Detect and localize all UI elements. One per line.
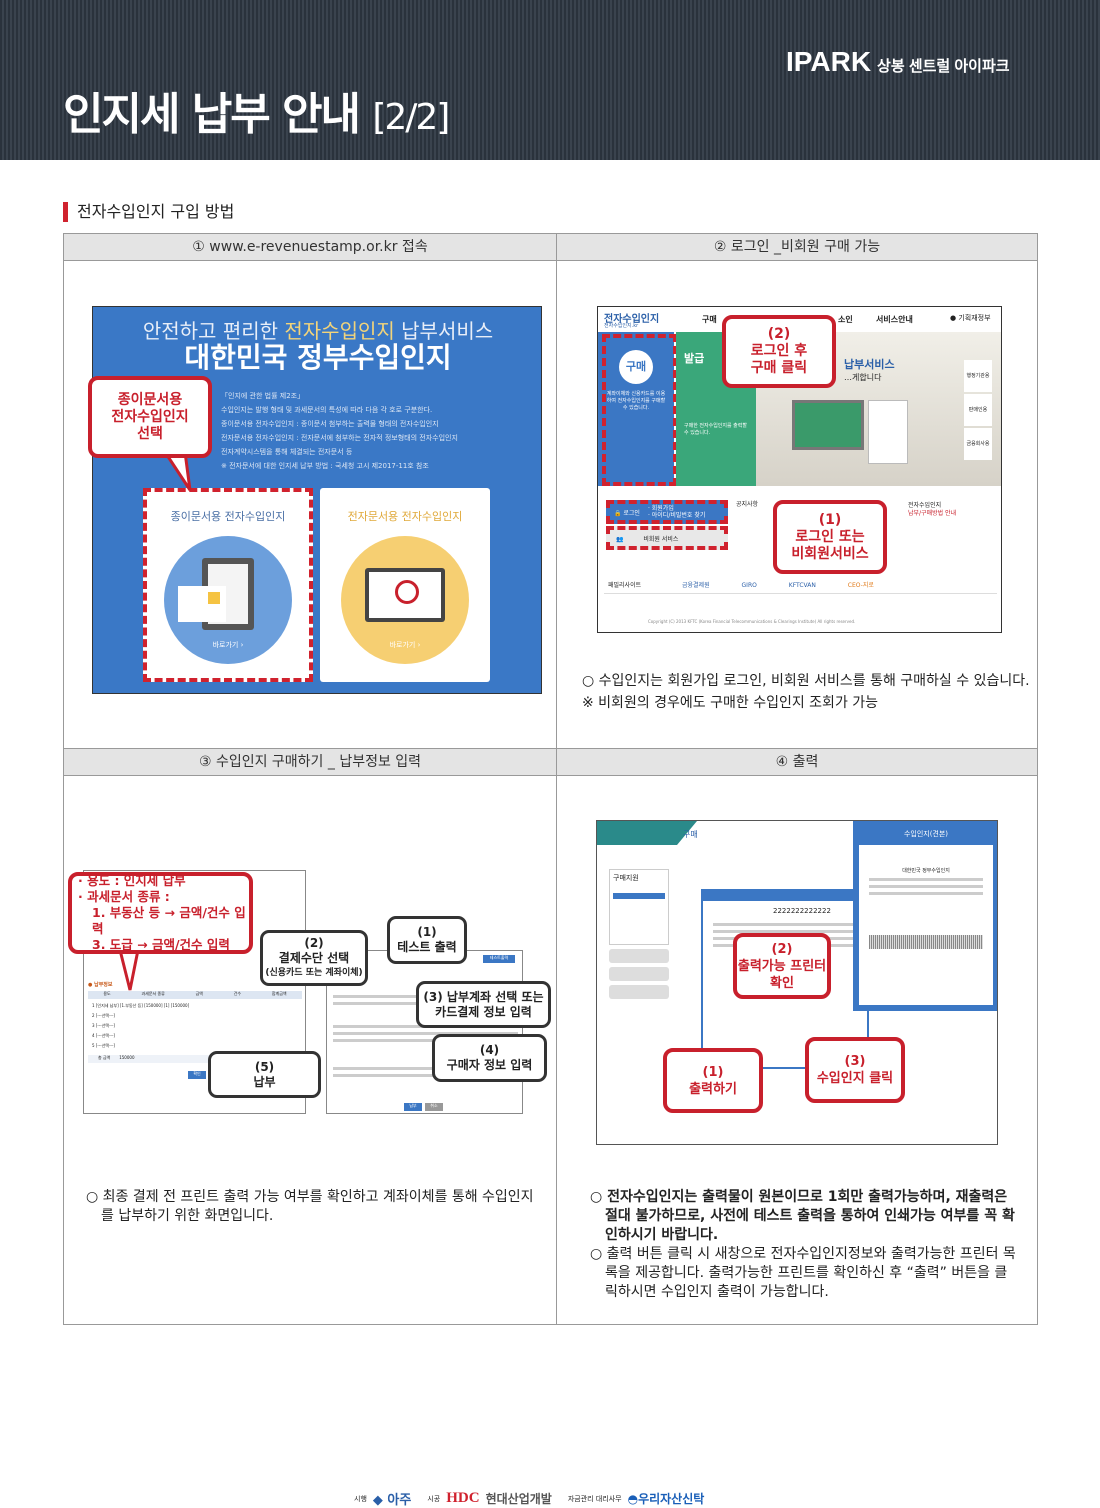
- step3-caption: ○ 최종 결제 전 프린트 출력 가능 여부를 확인하고 계좌이체를 통해 수입…: [86, 1189, 534, 1224]
- aju-logo: ◆ 아주: [372, 1493, 412, 1508]
- electronic-stamp-card[interactable]: 전자문서용 전자수입인지 바로가기 ›: [320, 488, 490, 682]
- cancel-button[interactable]: 취소: [425, 1103, 443, 1111]
- issue-panel[interactable]: 발급 구매한 전자수입인지를 출력할 수 있습니다.: [676, 332, 756, 486]
- website-screenshot: 안전하고 편리한 전자수입인지 납부서비스 대한민국 정부수입인지 「인지에 관…: [92, 306, 542, 694]
- steps-table: [63, 233, 1038, 1325]
- step2-header: ② 로그인 _비회원 구매 가능: [557, 234, 1037, 261]
- callout-stamp-click: (3)수입인지 클릭: [805, 1037, 905, 1103]
- law-text: 「인지에 관한 법률 제2조」수입인지는 발행 형태 및 과세문서의 특성에 따…: [221, 392, 458, 470]
- buy-highlight: [602, 334, 677, 486]
- sidebar: 구매지원: [609, 869, 669, 945]
- join-link[interactable]: · 회원가입: [647, 505, 674, 512]
- ministry-logo: ● 기획재정부: [950, 314, 991, 322]
- callout-buyer-info: (4)구매자 정보 입력: [432, 1034, 547, 1082]
- step1-header: ① www.e-revenuestamp.or.kr 접속: [64, 234, 556, 261]
- stamp-sample-window: 수입인지(견본) 대한민국 정부수입인지: [853, 821, 997, 1011]
- callout-payment-method: (2)결제수단 선택(신용카드 또는 계좌이체): [260, 930, 368, 986]
- step3-header: ③ 수입인지 구매하기 _ 납부정보 입력: [64, 748, 556, 776]
- callout-test-print: (1)테스트 출력: [387, 916, 467, 964]
- test-print-button[interactable]: 테스트출력: [483, 955, 515, 963]
- find-id-password-link[interactable]: · 아이디/비밀번호 찾기: [647, 512, 706, 519]
- callout-usage: · 용도 : 인지세 납부· 과세문서 종류 :1. 부동산 등 → 금액/건수…: [68, 872, 253, 954]
- step2-caption: ○ 수입인지는 회원가입 로그인, 비회원 서비스를 통해 구매하실 수 있습니…: [582, 673, 1030, 711]
- pay-button[interactable]: 납부: [404, 1103, 422, 1111]
- confirm-button[interactable]: 확인: [188, 1071, 206, 1079]
- paper-stamp-card[interactable]: 종이문서용 전자수입인지 바로가기 ›: [143, 488, 313, 682]
- footer-logos: 시행 ◆ 아주 시공 HDC 현대산업개발 자금관리 대리사무 ◓우리자산신탁: [354, 1490, 705, 1508]
- divider: [556, 233, 557, 1325]
- callout-pointer: [163, 452, 192, 491]
- woori-logo: ◓우리자산신탁: [627, 1492, 705, 1506]
- callout-pay: (5)납부: [208, 1051, 321, 1098]
- guest-service-button[interactable]: 👥 비회원 서비스: [606, 526, 728, 550]
- login-button[interactable]: 🔒 로그인 · 회원가입· 아이디/비밀번호 찾기: [606, 500, 728, 524]
- buy-panel[interactable]: 구매 계좌이체와 신용카드를 이용하여 전자수입인지를 구매할 수 있습니다.: [598, 332, 674, 486]
- callout-pointer: [118, 950, 140, 991]
- callout-print: (1)출력하기: [663, 1048, 763, 1113]
- page-title: 인지세 납부 안내 [2/2]: [63, 89, 450, 140]
- step4-caption: ○ 전자수입인지는 출력물이 원본이므로 1회만 출력가능하며, 재출력은 절대…: [590, 1189, 1016, 1300]
- section-title: 전자수입인지 구입 방법: [63, 202, 234, 222]
- step4-header: ④ 출력: [557, 748, 1037, 776]
